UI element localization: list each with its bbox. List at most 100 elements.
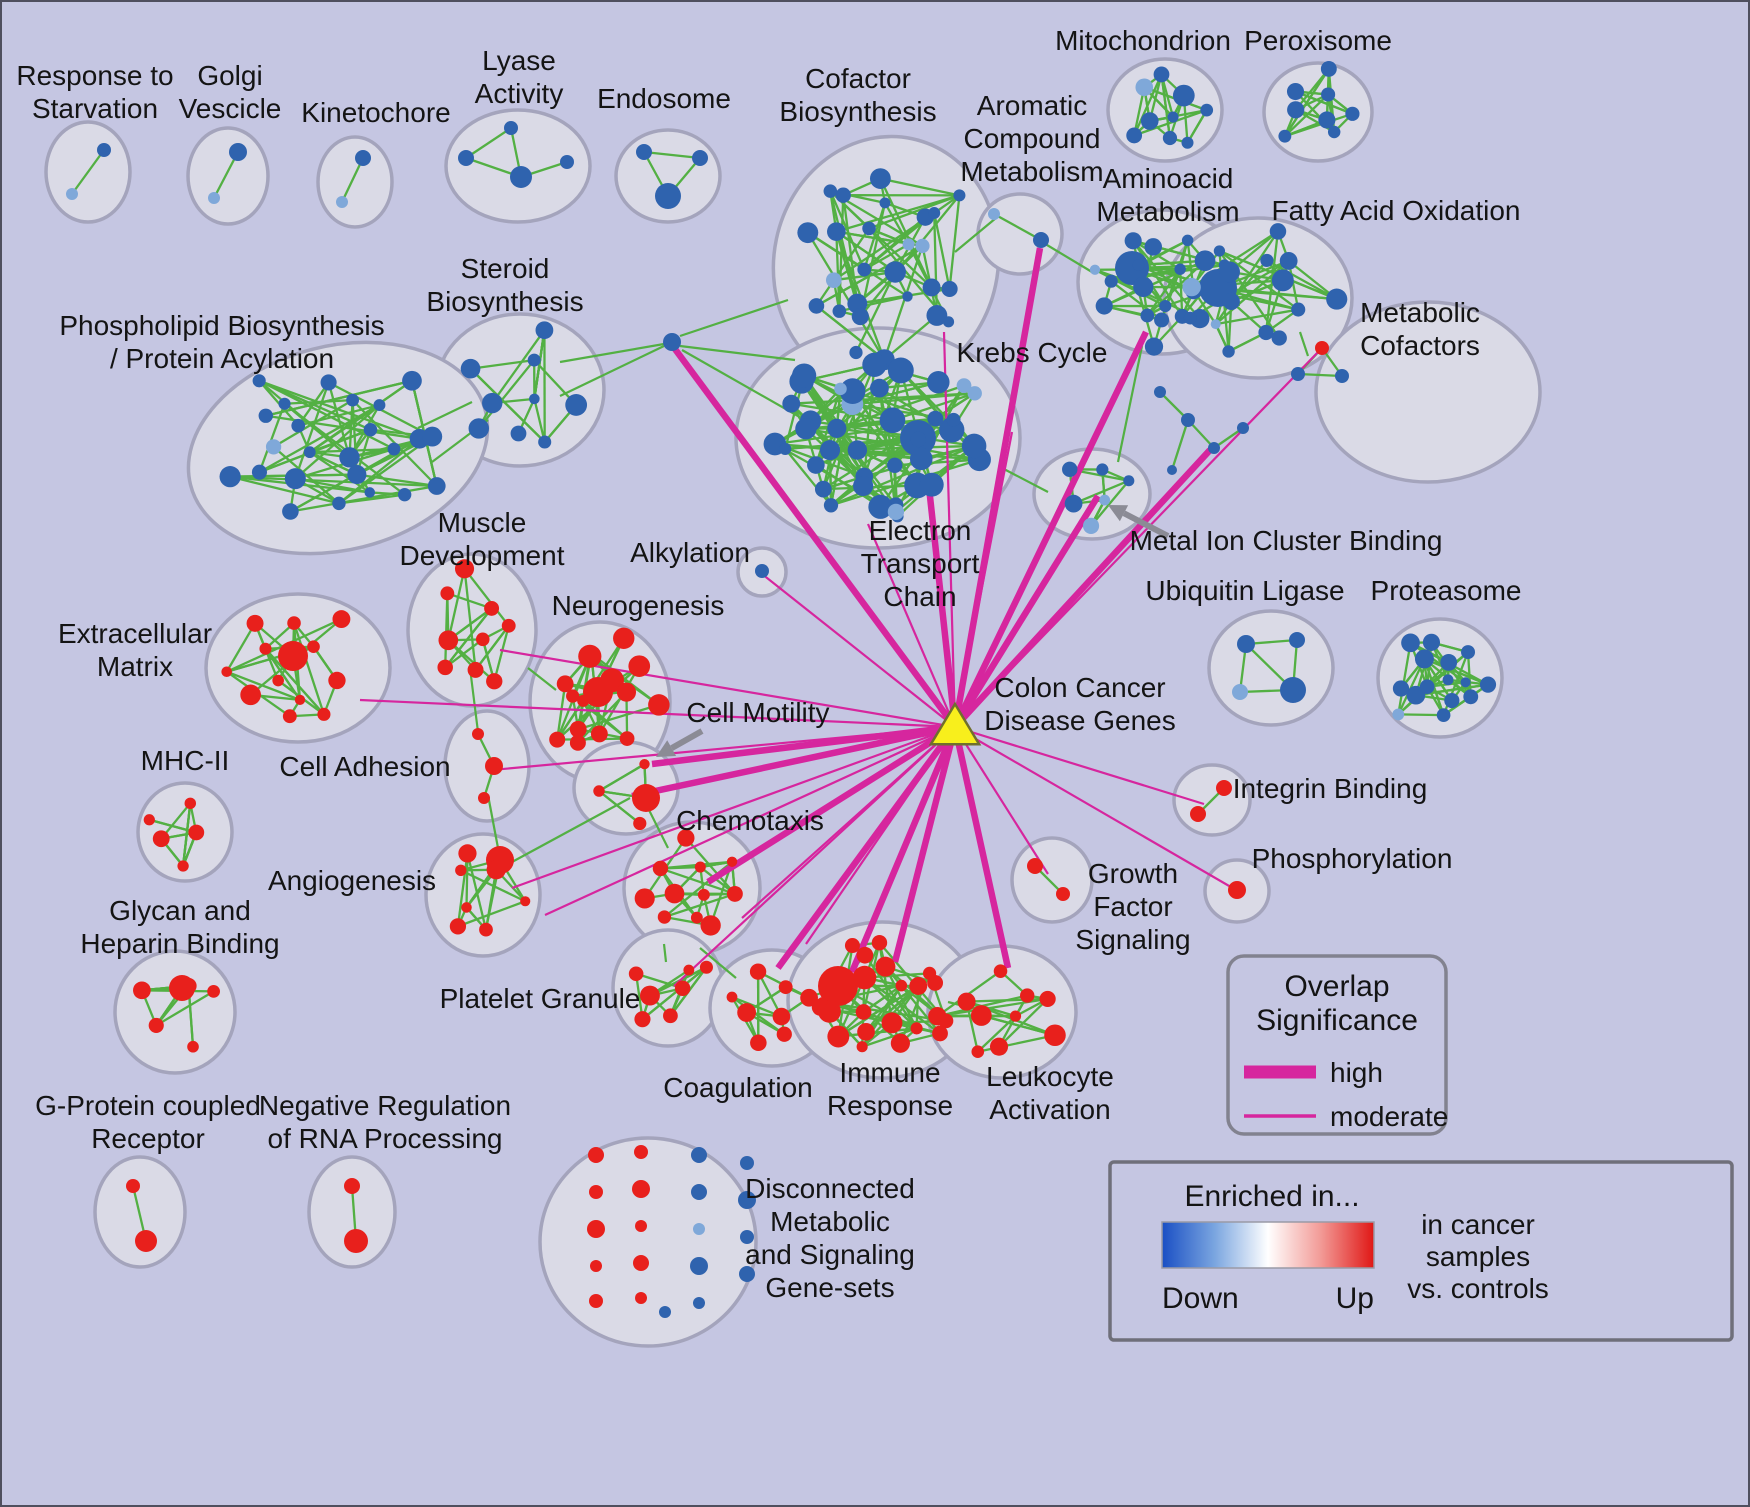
node-muscle-development <box>454 559 475 579</box>
node-electron-transport-chain <box>827 418 847 438</box>
cluster-edge <box>444 593 449 668</box>
overlap-legend-label-high: high <box>1330 1057 1383 1088</box>
node-coagulation <box>749 963 767 980</box>
node-immune-response <box>817 997 828 1008</box>
node-lyase-activity <box>458 150 474 166</box>
node-endosome <box>692 150 708 166</box>
node-platelet-granule <box>674 980 691 996</box>
cluster-edge <box>598 763 646 793</box>
node-chemotaxis <box>634 888 655 909</box>
node-metal-ion-cluster-binding <box>1062 461 1078 478</box>
node-electron-transport-chain <box>819 440 841 461</box>
node-cell-motility <box>639 758 650 770</box>
label-chemotaxis: Chemotaxis <box>676 805 824 836</box>
node-mitochondrion <box>1172 84 1195 107</box>
node-angiogenesis <box>479 922 493 937</box>
node-muscle-development <box>475 632 490 647</box>
node-extracellular-matrix <box>332 610 351 629</box>
cluster-edge <box>265 414 420 440</box>
node-steroid-biosynthesis <box>468 418 489 439</box>
cluster-edge <box>533 398 546 443</box>
node-neurogenesis <box>628 655 651 678</box>
node-neurogenesis <box>578 644 602 668</box>
node-muscle-development <box>440 586 455 601</box>
node-phosphorylation <box>1228 881 1246 899</box>
node-chemotaxis <box>690 911 703 924</box>
node-electron-transport-chain <box>853 475 874 497</box>
node-leukocyte-activation <box>957 992 976 1011</box>
node-cell-motility <box>632 784 660 812</box>
node-aminoacid-metabolism <box>1144 337 1164 356</box>
node-disconnected-gene-sets <box>635 1292 647 1304</box>
node-disconnected-gene-sets <box>691 1184 707 1200</box>
overlap-edge-moderate <box>954 725 1205 806</box>
cluster-edge <box>446 592 492 610</box>
node-proteasome <box>1401 633 1420 653</box>
node-g-protein-coupled-receptor <box>135 1230 157 1252</box>
node-immune-response <box>856 1041 868 1053</box>
node-extracellular-matrix <box>272 674 284 687</box>
inter-cluster-edge <box>1041 241 1093 273</box>
node-mitochondrion <box>1200 103 1214 117</box>
node-steroid-biosynthesis <box>460 358 481 379</box>
cluster-edge <box>1398 713 1444 717</box>
node-disconnected-gene-sets <box>693 1223 705 1235</box>
label-ubiquitin-ligase: Ubiquitin Ligase <box>1145 575 1344 606</box>
cluster-aromatic-compound-metabolism-ellipse <box>976 192 1064 276</box>
disease-genes-triangle-icon <box>928 701 982 746</box>
node-mitochondrion <box>1162 130 1178 146</box>
node-immune-response <box>890 1033 910 1053</box>
node-disconnected-gene-sets <box>587 1220 605 1238</box>
cluster-edge <box>1160 74 1172 139</box>
enriched-legend-box <box>1108 1160 1734 1342</box>
node-aminoacid-metabolism <box>1089 264 1101 275</box>
node-cofactor-biosynthesis <box>825 272 842 288</box>
node-immune-response <box>927 974 944 991</box>
node-disconnected-gene-sets <box>693 1297 705 1309</box>
cluster-edge <box>837 985 919 1038</box>
node-endosome <box>655 183 681 209</box>
cluster-edge <box>1170 419 1190 471</box>
node-aminoacid-metabolism <box>1159 300 1172 313</box>
node-coagulation <box>726 991 738 1003</box>
node-angiogenesis <box>458 844 477 863</box>
node-platelet-granule <box>628 966 644 982</box>
overlap-edge-moderate <box>942 331 957 728</box>
cluster-edge <box>444 638 484 669</box>
node-proteasome <box>1442 674 1454 686</box>
node-metabolic-cofactors <box>1335 369 1349 383</box>
node-peroxisome <box>1321 87 1336 102</box>
cluster-edge <box>477 359 536 430</box>
enriched-down-label: Down <box>1162 1282 1239 1315</box>
cluster-mhc-ii-ellipse <box>136 781 234 883</box>
node-mhc-ii <box>184 797 197 810</box>
node-mhc-ii <box>152 830 170 848</box>
node-immune-response <box>857 1022 875 1041</box>
cluster-edge <box>981 1014 1056 1037</box>
overlap-edge-moderate <box>953 431 1014 728</box>
cluster-edge <box>1283 68 1330 137</box>
callout-arrow-head <box>1108 505 1129 522</box>
label-phosphorylation: Phosphorylation <box>1252 843 1453 874</box>
node-proteasome <box>1479 676 1497 693</box>
node-chemotaxis <box>657 910 672 924</box>
node-proteasome <box>1406 685 1426 705</box>
node-lyase-activity <box>510 166 532 188</box>
node-aminoacid-metabolism <box>1133 276 1154 297</box>
cluster-edge <box>1228 230 1279 273</box>
node-muscle-development <box>438 630 459 651</box>
cluster-edge <box>457 900 526 928</box>
node-proteasome <box>1392 708 1405 721</box>
node-muscle-development <box>486 673 503 690</box>
cluster-edge <box>577 703 660 731</box>
node-chemotaxis <box>652 860 669 877</box>
node-immune-response <box>881 1012 903 1034</box>
cluster-angiogenesis-ellipse <box>424 832 542 958</box>
node-response-to-starvation <box>66 188 78 200</box>
enriched-legend-title: Enriched in... <box>1184 1180 1359 1213</box>
